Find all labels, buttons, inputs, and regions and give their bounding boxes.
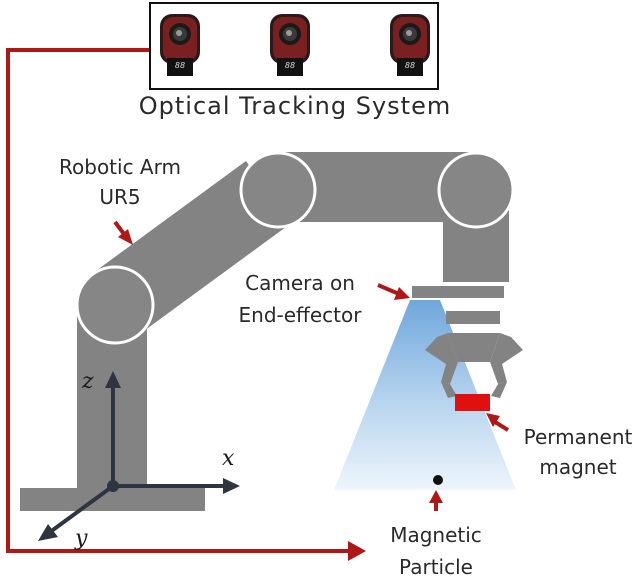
- tracking-camera: 88: [160, 14, 200, 76]
- pointer-arrows: [113, 220, 510, 511]
- z-axis-arrowhead: [105, 371, 121, 388]
- z-axis-label: z: [81, 369, 94, 394]
- magnet-label-line2: magnet: [539, 455, 616, 479]
- robotic-arm-label-line2: UR5: [99, 185, 140, 209]
- camera-pointer-head: [394, 287, 410, 300]
- coordinate-axes: [44, 382, 232, 537]
- y-axis-arrowhead: [38, 524, 58, 541]
- arm-joint: [239, 151, 317, 229]
- tracking-signal-line: [6, 48, 348, 553]
- camera-label-line2: End-effector: [239, 303, 363, 327]
- tracking-system-label: Optical Tracking System: [139, 92, 451, 120]
- end-effector-camera: [412, 286, 504, 298]
- axes-origin: [107, 480, 119, 492]
- particle-label-line2: Particle: [399, 555, 473, 579]
- x-axis-label: x: [222, 446, 235, 471]
- robotic-arm-label-line1: Robotic Arm: [59, 155, 181, 179]
- particle-label-line1: Magnetic: [390, 523, 482, 547]
- magnet-label-line1: Permanent: [524, 425, 633, 449]
- permanent-magnet: [455, 394, 490, 411]
- magnetic-particle: [433, 475, 443, 485]
- camera-label-line1: Camera on: [245, 271, 355, 295]
- arm-joint: [75, 265, 155, 345]
- end-effector-flange: [446, 311, 500, 324]
- svg-text:88: 88: [405, 61, 415, 70]
- camera-field-of-view: [334, 300, 516, 490]
- robot-base-plate: [20, 488, 205, 511]
- x-axis-arrowhead: [223, 478, 240, 494]
- svg-text:88: 88: [175, 61, 185, 70]
- tracking-camera: 88: [270, 14, 310, 76]
- robotic-arm-pointer-head: [118, 229, 133, 245]
- signal-arrowhead: [348, 541, 366, 561]
- gripper: [425, 333, 523, 398]
- particle-pointer-head: [429, 490, 443, 503]
- tracking-camera: 88: [390, 14, 430, 76]
- svg-text:88: 88: [285, 61, 295, 70]
- y-axis-label: y: [74, 526, 88, 551]
- arm-joint: [437, 151, 515, 229]
- magnet-pointer-head: [486, 413, 500, 427]
